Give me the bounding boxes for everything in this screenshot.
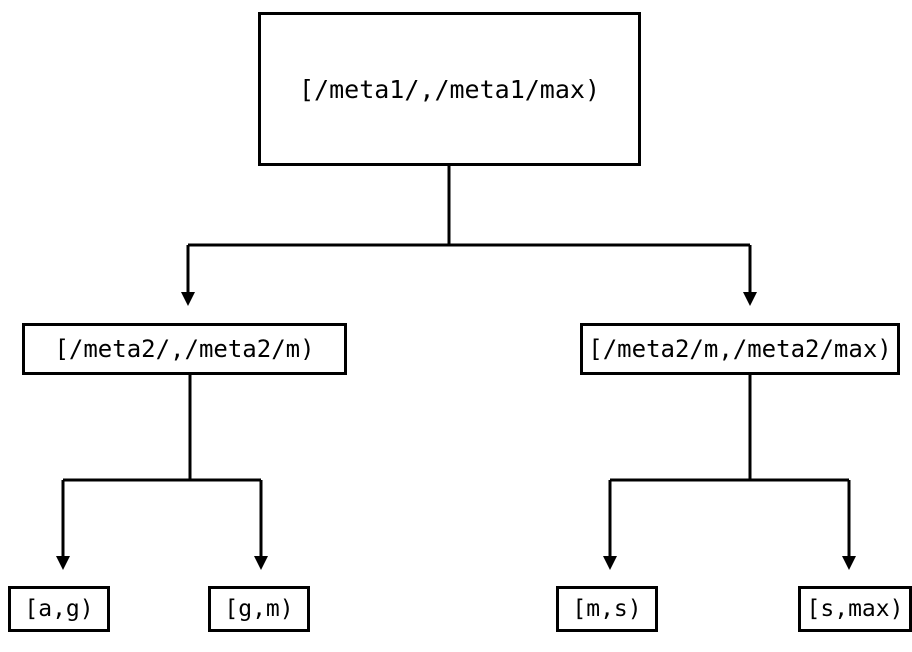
arrowhead-to-mid-left (181, 292, 195, 306)
arrowhead-to-mid-right (743, 292, 757, 306)
node-leaf-m-s[interactable]: [m,s) (556, 586, 658, 632)
node-leaf-g-m[interactable]: [g,m) (208, 586, 310, 632)
node-root[interactable]: [/meta1/,/meta1/max) (258, 12, 641, 166)
node-mid-right-label: [/meta2/m,/meta2/max) (588, 335, 892, 363)
node-leaf-g-m-label: [g,m) (224, 595, 294, 622)
node-leaf-s-max-label: [s,max) (806, 595, 904, 622)
node-leaf-m-s-label: [m,s) (572, 595, 642, 622)
node-mid-left-label: [/meta2/,/meta2/m) (54, 335, 315, 363)
arrowhead-to-leaf4 (842, 556, 856, 570)
node-leaf-a-g[interactable]: [a,g) (8, 586, 110, 632)
node-mid-left[interactable]: [/meta2/,/meta2/m) (22, 323, 347, 375)
node-leaf-a-g-label: [a,g) (24, 595, 94, 622)
arrowhead-to-leaf2 (254, 556, 268, 570)
node-root-label: [/meta1/,/meta1/max) (298, 74, 601, 104)
node-leaf-s-max[interactable]: [s,max) (798, 586, 912, 632)
arrowhead-to-leaf1 (56, 556, 70, 570)
arrowhead-to-leaf3 (603, 556, 617, 570)
node-mid-right[interactable]: [/meta2/m,/meta2/max) (580, 323, 900, 375)
